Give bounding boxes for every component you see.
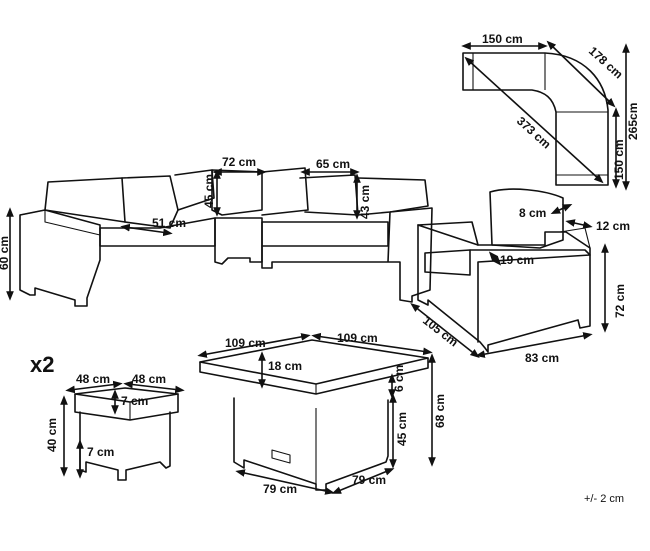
table-base-width-label: 79 cm bbox=[263, 482, 297, 496]
plan-top-width-label: 150 cm bbox=[482, 32, 523, 46]
sofa-module-width-label: 65 cm bbox=[316, 157, 350, 171]
plan-view bbox=[461, 40, 630, 191]
stool-depth-label: 48 cm bbox=[132, 372, 166, 386]
stool-leg-label: 7 cm bbox=[87, 445, 114, 459]
armchair bbox=[410, 188, 609, 358]
corner-sofa bbox=[6, 167, 433, 307]
stool-width-label: 48 cm bbox=[76, 372, 110, 386]
sofa-height-label: 60 cm bbox=[0, 236, 11, 270]
sofa-cushion-height-label: 43 cm bbox=[358, 185, 372, 219]
stool-quantity-label: x2 bbox=[30, 352, 54, 377]
stool-cushion-label: 7 cm bbox=[121, 394, 148, 408]
stool bbox=[60, 380, 185, 481]
plan-side-length-label: 150 cm bbox=[612, 139, 626, 180]
stool-height-label: 40 cm bbox=[45, 418, 59, 452]
armchair-armrest-label: 8 cm bbox=[519, 206, 546, 220]
plan-corner-label: 178 cm bbox=[586, 44, 626, 82]
table-top-thickness-label: 6 cm bbox=[392, 365, 406, 392]
armchair-width-label: 83 cm bbox=[525, 351, 559, 365]
armchair-height-label: 72 cm bbox=[613, 284, 627, 318]
sofa-corner-width-label: 72 cm bbox=[222, 155, 256, 169]
table-total-height-label: 68 cm bbox=[433, 394, 447, 428]
table-top-width-label: 109 cm bbox=[225, 336, 266, 350]
lift-table bbox=[197, 332, 436, 495]
armchair-seat-height-label: 19 cm bbox=[500, 253, 534, 267]
table-base-depth-label: 79 cm bbox=[352, 473, 386, 487]
table-base-height-label: 45 cm bbox=[395, 412, 409, 446]
table-top-offset-label: 18 cm bbox=[268, 359, 302, 373]
sofa-seat-depth-label: 51 cm bbox=[152, 216, 186, 230]
armchair-depth-label: 105 cm bbox=[420, 313, 461, 349]
table-top-depth-label: 109 cm bbox=[337, 331, 378, 345]
armchair-arm-height-label: 12 cm bbox=[596, 219, 630, 233]
sofa-back-height-label: 45 cm bbox=[202, 174, 216, 208]
tolerance-note: +/- 2 cm bbox=[584, 493, 624, 505]
plan-depth-label: 265cm bbox=[626, 103, 640, 140]
